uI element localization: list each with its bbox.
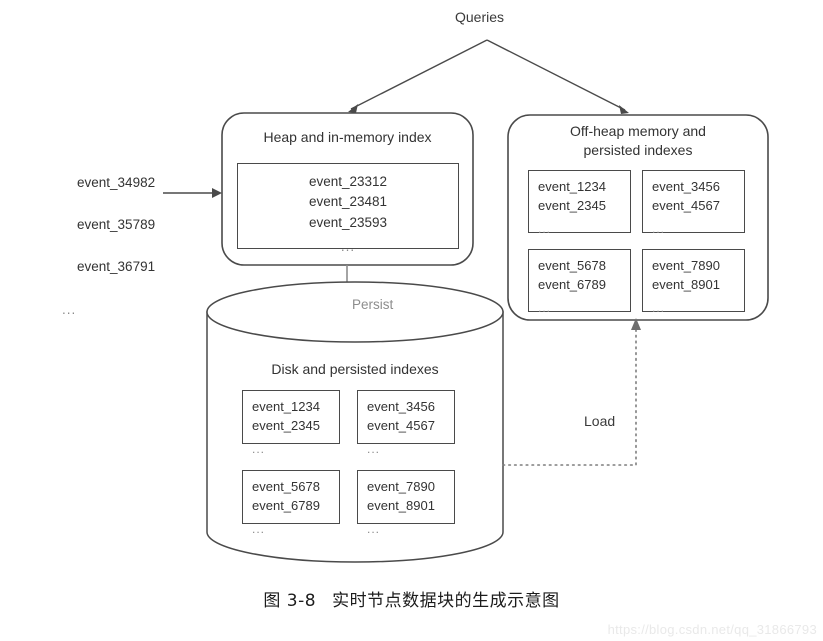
- offheap-chunk-2-ellipsis: ...: [652, 221, 666, 236]
- disk-chunk-3-event-2: event_6789: [252, 497, 320, 513]
- heap-event-3: event_23593: [308, 214, 388, 230]
- incoming-events-ellipsis: ...: [62, 302, 77, 318]
- offheap-chunk-1-event-2: event_2345: [538, 197, 606, 213]
- disk-node-title: Disk and persisted indexes: [271, 361, 439, 377]
- load-arrow-head: [631, 318, 641, 330]
- heap-event-2: event_23481: [308, 194, 388, 210]
- disk-chunk-3-ellipsis: ...: [252, 521, 266, 536]
- disk-chunk-3-event-1: event_5678: [252, 479, 320, 494]
- queries-arrow-left-line: [350, 39, 488, 110]
- disk-chunk-2-event-1: event_3456: [367, 399, 435, 414]
- queries-arrow-right-head: [619, 105, 629, 114]
- offheap-chunk-1: event_1234 event_2345 ...: [528, 170, 631, 236]
- offheap-chunk-2-event-2: event_4567: [652, 197, 720, 213]
- heap-events-ellipsis: ...: [340, 238, 356, 254]
- offheap-node-title: Off-heap memory and persisted indexes: [570, 123, 706, 158]
- incoming-event-3: event_36791: [77, 258, 156, 274]
- queries-arrow-left-head: [348, 104, 358, 113]
- offheap-chunk-4: event_7890 event_8901 ...: [642, 249, 745, 315]
- offheap-chunk-3-ellipsis: ...: [538, 300, 552, 315]
- disk-chunk-2: event_3456 event_4567 ...: [357, 390, 455, 456]
- disk-chunk-4-ellipsis: ...: [367, 521, 381, 536]
- offheap-chunk-3-event-2: event_6789: [538, 276, 606, 292]
- disk-chunk-1: event_1234 event_2345 ...: [242, 390, 340, 456]
- offheap-chunk-2-event-1: event_3456: [652, 179, 720, 194]
- disk-chunk-3: event_5678 event_6789 ...: [242, 470, 340, 536]
- figure-number: 图 3-8: [263, 591, 317, 611]
- disk-chunk-4-event-1: event_7890: [367, 479, 435, 494]
- disk-chunk-4: event_7890 event_8901 ...: [357, 470, 455, 536]
- queries-arrow-right-line: [486, 39, 626, 111]
- disk-chunk-4-event-2: event_8901: [367, 497, 435, 513]
- heap-node-title: Heap and in-memory index: [263, 129, 432, 145]
- heap-memory-panel: event_23312 event_23481 event_23593 ...: [237, 163, 459, 254]
- figure-caption-text: 实时节点数据块的生成示意图: [332, 591, 560, 611]
- ingest-arrow-head: [212, 188, 222, 198]
- disk-chunk-1-event-1: event_1234: [252, 399, 320, 414]
- disk-chunk-2-ellipsis: ...: [367, 441, 381, 456]
- load-label: Load: [584, 413, 616, 429]
- offheap-chunk-3: event_5678 event_6789 ...: [528, 249, 631, 315]
- offheap-chunk-2: event_3456 event_4567 ...: [642, 170, 745, 236]
- offheap-chunk-4-ellipsis: ...: [652, 300, 666, 315]
- persist-label: Persist: [352, 297, 394, 312]
- watermark: https://blog.csdn.net/qq_31866793: [607, 622, 817, 637]
- incoming-event-2: event_35789: [77, 216, 156, 232]
- disk-chunk-1-event-2: event_2345: [252, 417, 320, 433]
- disk-chunk-2-event-2: event_4567: [367, 417, 435, 433]
- offheap-chunk-4-event-2: event_8901: [652, 276, 720, 292]
- figure-caption: 图 3-8 实时节点数据块的生成示意图: [0, 586, 823, 611]
- offheap-chunk-1-ellipsis: ...: [538, 221, 552, 236]
- incoming-events-list: event_34982 event_35789 event_36791 ...: [62, 152, 155, 363]
- heap-event-1: event_23312: [308, 174, 388, 189]
- incoming-event-1: event_34982: [77, 174, 156, 190]
- offheap-chunk-1-event-1: event_1234: [538, 179, 606, 194]
- queries-arrows: [350, 39, 626, 111]
- offheap-chunk-3-event-1: event_5678: [538, 258, 606, 273]
- offheap-chunk-4-event-1: event_7890: [652, 258, 720, 273]
- disk-chunk-1-ellipsis: ...: [252, 441, 266, 456]
- queries-label: Queries: [455, 9, 505, 25]
- load-arrow: [502, 318, 641, 466]
